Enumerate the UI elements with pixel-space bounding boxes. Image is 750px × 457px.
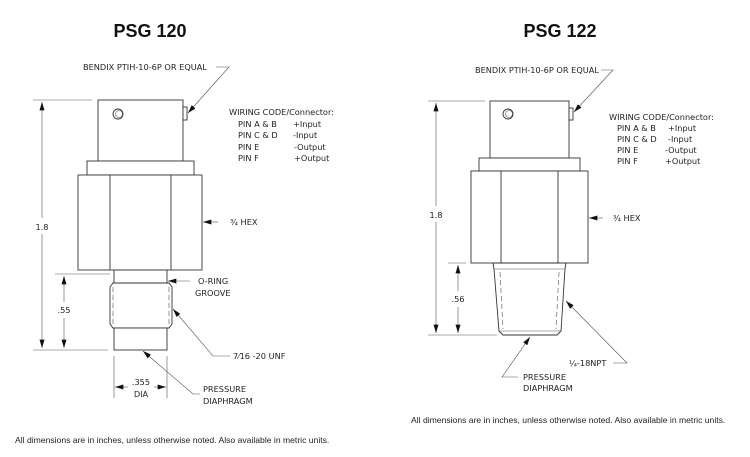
wiring-pin: PIN F <box>617 156 638 166</box>
hex-label: ¾ HEX <box>230 217 258 227</box>
wiring-title: WIRING CODE/Connector: <box>229 107 334 117</box>
wiring-code-table: WIRING CODE/Connector: PIN A & B +Input … <box>229 107 334 163</box>
thread-label: 7⁄16 -20 UNF <box>233 351 286 361</box>
wiring-code-table: WIRING CODE/Connector: PIN A & B +Input … <box>609 112 714 166</box>
wiring-pin: PIN A & B <box>238 119 277 129</box>
oring-label-1: O-RING <box>198 276 228 286</box>
wiring-signal: +Output <box>665 156 701 166</box>
psg-122-title: PSG 122 <box>523 21 596 41</box>
sensor-body <box>470 100 589 336</box>
wiring-signal: +Input <box>293 119 322 129</box>
wiring-pin: PIN C & D <box>238 130 278 140</box>
overall-height-dim: 1.8 <box>429 210 442 220</box>
port-length-dim: .55 <box>57 305 70 315</box>
wiring-signal: -Output <box>665 145 697 155</box>
wiring-pin: PIN A & B <box>617 123 656 133</box>
psg-122-drawing: PSG 122 BENDIX PTIH-10-6P OR EQUAL 1.8 <box>411 21 725 425</box>
connector-leader <box>573 69 614 113</box>
connector-leader <box>187 66 230 114</box>
psg-120-drawing: PSG 120 BENDIX PTIH-10-6P OR EQUAL 1.8 <box>15 21 334 445</box>
diaphragm-label-2: DIAPHRAGM <box>523 383 573 393</box>
wiring-signal: -Input <box>668 134 693 144</box>
wiring-signal: +Input <box>668 123 697 133</box>
footer-note: All dimensions are in inches, unless oth… <box>411 415 725 425</box>
diaphragm-label-1: PRESSURE <box>523 372 566 382</box>
wiring-pin: PIN F <box>238 153 259 163</box>
connector-note: BENDIX PTIH-10-6P OR EQUAL <box>83 62 207 72</box>
sensor-body <box>77 99 203 351</box>
wiring-signal: +Output <box>294 153 330 163</box>
footer-note: All dimensions are in inches, unless oth… <box>15 435 329 445</box>
dia-label: DIA <box>134 389 149 399</box>
wiring-signal: -Input <box>293 130 318 140</box>
wiring-pin: PIN C & D <box>617 134 657 144</box>
wiring-pin: PIN E <box>617 145 638 155</box>
diaphragm-label-2: DIAPHRAGM <box>203 396 253 406</box>
wiring-title: WIRING CODE/Connector: <box>609 112 714 122</box>
overall-height-dim: 1.8 <box>35 222 48 232</box>
port-length-dim: .56 <box>451 294 464 304</box>
oring-label-2: GROOVE <box>195 288 231 298</box>
hex-label: ¾ HEX <box>613 213 641 223</box>
connector-note: BENDIX PTIH-10-6P OR EQUAL <box>475 65 599 75</box>
connector-hole-icon <box>112 108 124 120</box>
dia-value: .355 <box>132 377 150 387</box>
wiring-signal: -Output <box>294 142 326 152</box>
wiring-pin: PIN E <box>238 142 259 152</box>
connector-hole-icon <box>502 108 514 120</box>
psg-120-title: PSG 120 <box>113 21 186 41</box>
thread-label: ¼-18NPT <box>569 358 607 368</box>
diaphragm-label-1: PRESSURE <box>203 384 246 394</box>
